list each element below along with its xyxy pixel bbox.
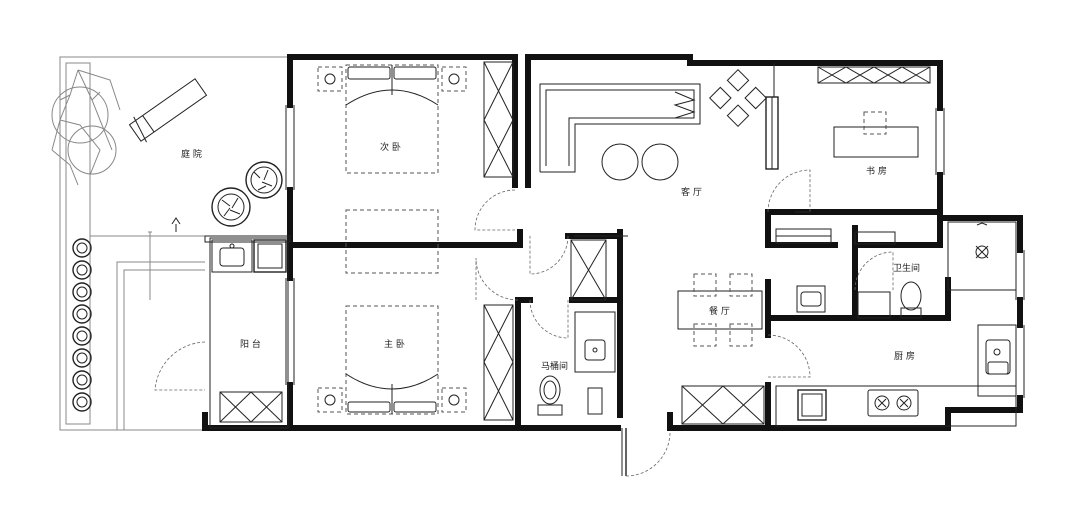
bathroom-fixtures: [775, 221, 1017, 319]
second-bedroom-furniture: [317, 61, 516, 274]
label-balcony: 阳 台: [240, 338, 261, 350]
label-bathroom: 卫生间: [893, 262, 920, 274]
balcony-area: [154, 237, 289, 429]
label-toilet-room: 马桶间: [541, 360, 568, 372]
toilet-room-fixtures: [529, 235, 616, 416]
label-living-room: 客 厅: [681, 186, 702, 198]
label-kitchen: 厨 房: [894, 350, 915, 362]
hedge-icon: [72, 238, 92, 412]
label-courtyard: 庭 院: [181, 148, 202, 160]
garden-faucet-icon: [171, 217, 181, 232]
study-furniture: [767, 66, 931, 213]
master-bedroom-furniture: [317, 257, 519, 421]
label-dining-room: 餐 厅: [709, 305, 730, 317]
label-second-bedroom: 次 卧: [380, 141, 401, 153]
kitchen-fixtures: [767, 324, 1017, 427]
lounge-chair-icon: [128, 78, 208, 143]
entrance-door: [621, 428, 671, 477]
tree-icon: [51, 69, 121, 186]
room-labels: 庭 院 次 卧 客 厅 书 房 卫生间 餐 厅 阳 台 主 卧 马桶间 厨 房: [181, 141, 920, 372]
courtyard-area: [59, 56, 290, 431]
shrub-icon: [211, 161, 283, 227]
label-study: 书 房: [866, 165, 887, 177]
dining-furniture: [677, 273, 765, 425]
living-room-furniture: [539, 63, 779, 237]
label-master-bedroom: 主 卧: [384, 338, 405, 350]
